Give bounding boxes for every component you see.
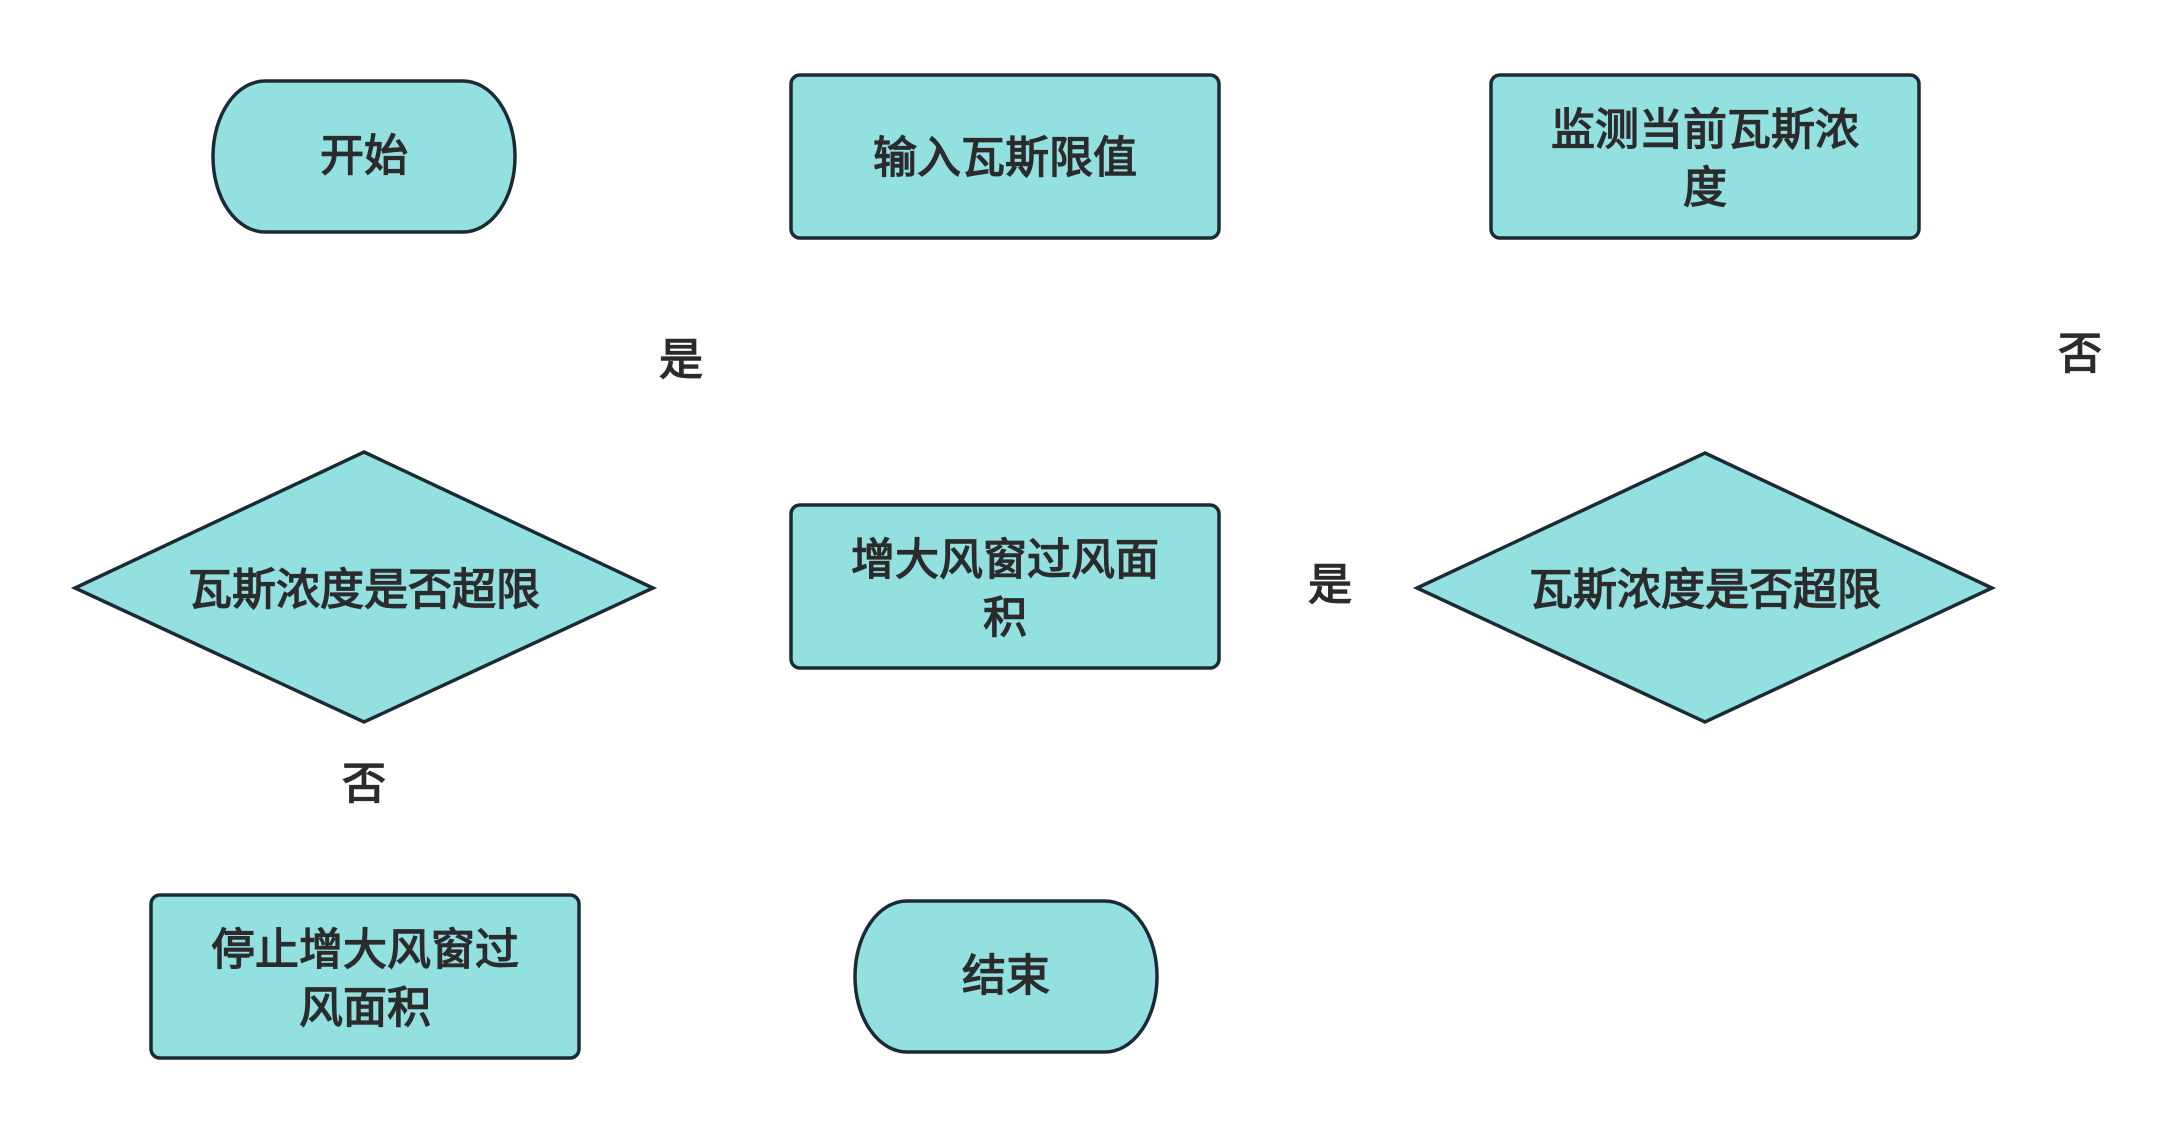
node-input-threshold[interactable]: 输入瓦斯限值 — [789, 73, 1221, 240]
node-increase-window-area[interactable]: 增大风窗过风面 积 — [789, 503, 1221, 670]
node-monitor-concentration-label-line2: 度 — [1683, 163, 1727, 214]
node-increase-window-area-label-line2: 积 — [983, 593, 1027, 644]
node-monitor-concentration-label: 监测当前瓦斯浓 — [1551, 105, 1860, 156]
node-stop-increasing[interactable]: 停止增大风窗过 风面积 — [149, 893, 581, 1060]
node-end-label: 结束 — [962, 951, 1050, 1002]
node-increase-window-area-label: 增大风窗过风面 — [851, 535, 1159, 586]
node-stop-increasing-label-line2: 风面积 — [299, 983, 431, 1034]
node-decision-left[interactable]: 瓦斯浓度是否超限 — [70, 450, 658, 724]
edge-label-yes-middle: 是 — [1308, 560, 1352, 611]
node-decision-right-label: 瓦斯浓度是否超限 — [1529, 565, 1881, 616]
node-input-threshold-label: 输入瓦斯限值 — [873, 133, 1137, 184]
edge-label-no-right: 否 — [2058, 329, 2102, 380]
node-decision-right[interactable]: 瓦斯浓度是否超限 — [1412, 451, 1997, 724]
node-monitor-concentration[interactable]: 监测当前瓦斯浓 度 — [1489, 73, 1921, 240]
edge-label-yes-upper: 是 — [659, 335, 703, 386]
node-start-label: 开始 — [320, 131, 408, 182]
edge-label-no-left: 否 — [342, 759, 386, 810]
node-stop-increasing-label: 停止增大风窗过 — [211, 925, 519, 976]
node-decision-left-label: 瓦斯浓度是否超限 — [188, 565, 540, 616]
node-end[interactable]: 结束 — [853, 899, 1159, 1054]
node-start[interactable]: 开始 — [211, 79, 517, 234]
